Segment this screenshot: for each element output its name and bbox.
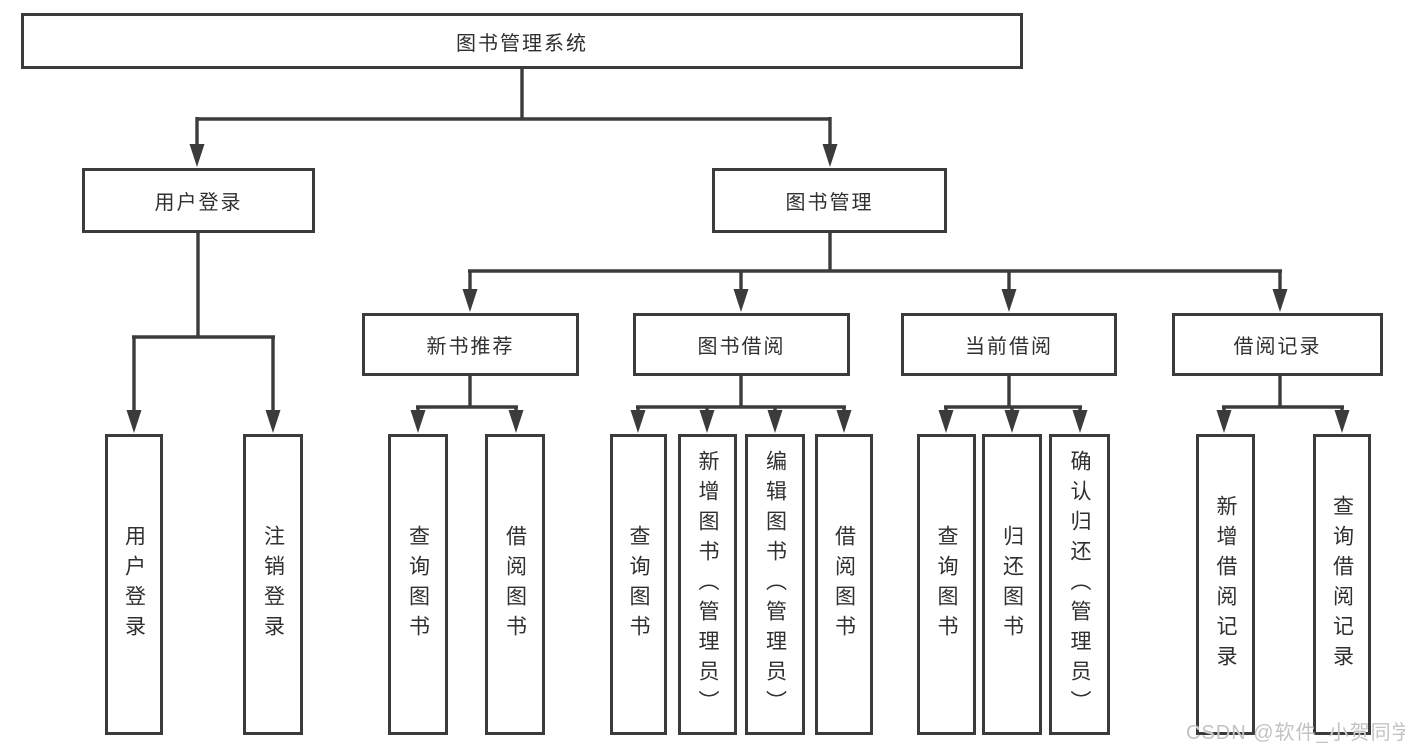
leaf-query-books-1-label: 查询图书 <box>406 524 430 645</box>
leaf-return-books: 归还图书 <box>982 434 1042 735</box>
node-book-management-label: 图书管理 <box>785 192 874 214</box>
leaf-query-books-2-label: 查询图书 <box>627 524 650 645</box>
node-root: 图书管理系统 <box>21 13 1023 69</box>
leaf-confirm-return-admin: 确认归还（管理员） <box>1049 434 1110 735</box>
leaf-add-borrow-record: 新增借阅记录 <box>1196 434 1255 735</box>
node-borrowing-records: 借阅记录 <box>1172 313 1383 376</box>
node-new-book-recommend: 新书推荐 <box>362 313 579 376</box>
leaf-return-books-label: 归还图书 <box>1000 524 1024 645</box>
leaf-logout-label: 注销登录 <box>261 524 285 645</box>
leaf-query-borrow-record-label: 查询借阅记录 <box>1330 494 1354 675</box>
leaf-add-books-admin-label: 新增图书（管理员） <box>696 449 719 720</box>
leaf-borrow-books-1-label: 借阅图书 <box>503 524 527 645</box>
node-book-borrowing: 图书借阅 <box>633 313 850 376</box>
leaf-borrow-books-2: 借阅图书 <box>815 434 873 735</box>
leaf-add-books-admin: 新增图书（管理员） <box>678 434 737 735</box>
node-current-borrowing: 当前借阅 <box>901 313 1117 376</box>
csdn-watermark: CSDN @软件_小贺同学 <box>1186 722 1405 744</box>
node-book-management: 图书管理 <box>712 168 947 233</box>
leaf-query-books-1: 查询图书 <box>388 434 448 735</box>
leaf-user-login: 用户登录 <box>105 434 163 735</box>
leaf-query-borrow-record: 查询借阅记录 <box>1313 434 1371 735</box>
leaf-query-books-3-label: 查询图书 <box>935 524 958 645</box>
leaf-borrow-books-2-label: 借阅图书 <box>832 524 856 645</box>
leaf-logout: 注销登录 <box>243 434 303 735</box>
leaf-query-books-2: 查询图书 <box>610 434 667 735</box>
leaf-edit-books-admin: 编辑图书（管理员） <box>745 434 805 735</box>
leaf-query-books-3: 查询图书 <box>917 434 976 735</box>
leaf-borrow-books-1: 借阅图书 <box>485 434 545 735</box>
leaf-user-login-label: 用户登录 <box>122 524 146 645</box>
node-user-login-label: 用户登录 <box>154 192 243 214</box>
leaf-confirm-return-admin-label: 确认归还（管理员） <box>1068 449 1091 720</box>
leaf-add-borrow-record-label: 新增借阅记录 <box>1214 494 1237 675</box>
leaf-edit-books-admin-label: 编辑图书（管理员） <box>763 449 787 720</box>
node-book-borrowing-label: 图书借阅 <box>697 336 786 358</box>
node-user-login: 用户登录 <box>82 168 315 233</box>
node-new-book-recommend-label: 新书推荐 <box>426 336 515 358</box>
node-root-label: 图书管理系统 <box>456 32 588 55</box>
node-current-borrowing-label: 当前借阅 <box>965 336 1053 358</box>
node-borrowing-records-label: 借阅记录 <box>1233 336 1322 358</box>
